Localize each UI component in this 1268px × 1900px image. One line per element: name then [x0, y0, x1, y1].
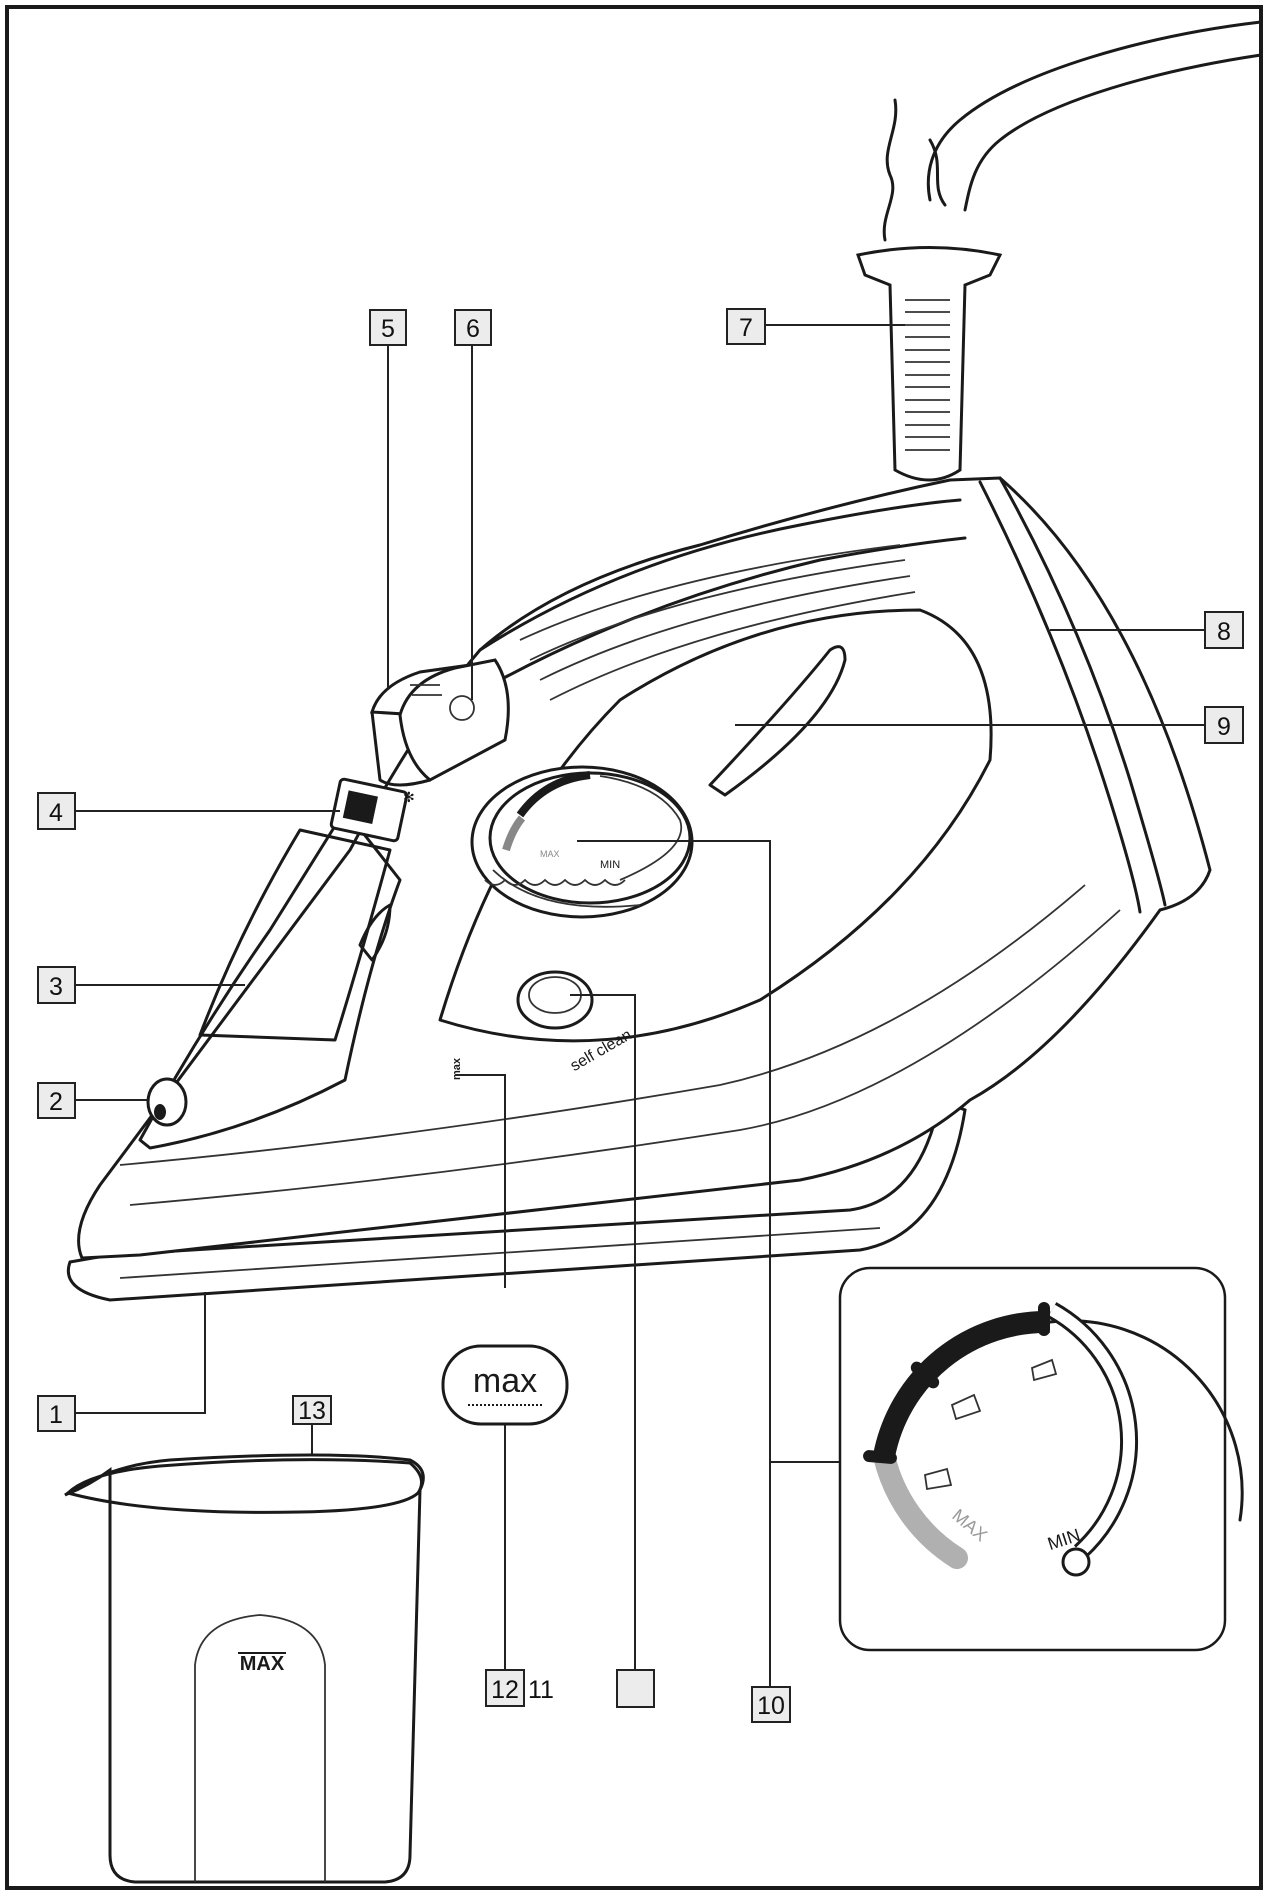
callout-4: 4: [37, 792, 76, 830]
callout-9: 9: [1204, 706, 1244, 744]
svg-text:2: 2: [49, 1088, 63, 1116]
callout-2: 2: [37, 1082, 76, 1119]
callout-8: 8: [1204, 611, 1244, 649]
leader-lines: [75, 324, 1205, 1687]
svg-text:3: 3: [49, 973, 63, 1001]
svg-text:9: 9: [1217, 713, 1231, 741]
callout-3: 3: [37, 966, 76, 1004]
dial-max-label: MAX: [540, 849, 560, 859]
callout-1: 1: [37, 1395, 76, 1432]
jug-max-label: MAX: [240, 1653, 285, 1675]
svg-text:13: 13: [298, 1397, 326, 1425]
svg-text:6: 6: [466, 315, 480, 343]
measuring-jug: MAX: [64, 1453, 425, 1884]
max-badge: max: [441, 1344, 569, 1426]
svg-text:4: 4: [49, 799, 63, 827]
callout-11-blank: [616, 1669, 655, 1708]
svg-text:✻: ✻: [403, 789, 415, 805]
page-frame: [5, 5, 1263, 1890]
control-buttons: ✻: [329, 658, 510, 843]
callout-10: 10: [751, 1686, 791, 1723]
svg-text:12: 12: [491, 1676, 519, 1704]
dial-min-label: MIN: [600, 859, 620, 871]
callout-13: 13: [292, 1395, 332, 1425]
callout-7: 7: [726, 308, 766, 345]
max-badge-text: max: [473, 1362, 537, 1400]
svg-text:8: 8: [1217, 618, 1231, 646]
label-11: 11: [528, 1676, 554, 1704]
svg-text:10: 10: [757, 1692, 785, 1720]
svg-text:7: 7: [739, 314, 753, 342]
tank-max-mark: max: [451, 1057, 463, 1080]
callout-5: 5: [369, 309, 407, 346]
inset-dial-detail: MAX MIN: [838, 1266, 1244, 1652]
cord-protector: [856, 246, 1003, 482]
svg-text:1: 1: [49, 1401, 63, 1429]
callout-6: 6: [454, 309, 492, 346]
svg-text:5: 5: [381, 315, 395, 343]
callout-12: 12 11: [485, 1669, 554, 1707]
